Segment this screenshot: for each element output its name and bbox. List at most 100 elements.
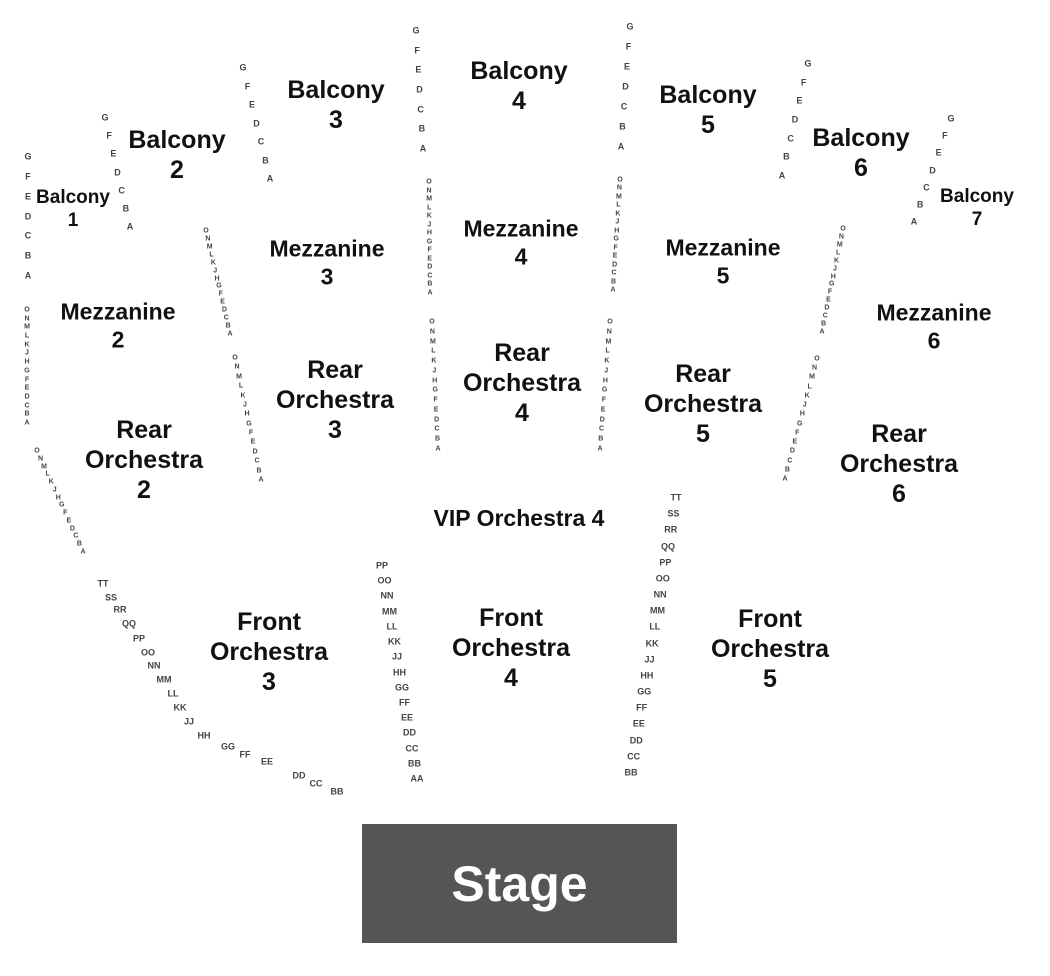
row-label: A bbox=[126, 221, 134, 232]
section-label-line: 3 bbox=[320, 263, 334, 289]
row-label: M bbox=[426, 195, 433, 203]
row-label: A bbox=[617, 141, 625, 152]
row-label: B bbox=[619, 121, 626, 132]
row-label: NN bbox=[147, 660, 161, 671]
row-label: E bbox=[24, 384, 30, 392]
row-label: H bbox=[24, 358, 30, 366]
row-label: AA bbox=[410, 773, 424, 784]
row-label: KK bbox=[173, 702, 187, 713]
section-label-line: 6 bbox=[892, 480, 906, 508]
row-label: C bbox=[787, 133, 794, 144]
row-label: B bbox=[598, 435, 604, 443]
row-label: F bbox=[427, 246, 432, 254]
section-label-line: 5 bbox=[696, 420, 710, 448]
row-label: G bbox=[239, 62, 247, 73]
row-label: C bbox=[620, 101, 628, 112]
row-label: BB bbox=[408, 758, 421, 769]
row-label: K bbox=[426, 212, 432, 220]
section-label-line: 3 bbox=[329, 106, 343, 134]
section-label-line: Rear bbox=[675, 360, 731, 388]
row-label: G bbox=[216, 282, 222, 290]
section-label-line: Front bbox=[479, 604, 543, 632]
section-label-line: 6 bbox=[854, 154, 868, 182]
row-label: A bbox=[435, 445, 441, 453]
row-label: B bbox=[916, 199, 924, 210]
row-label: E bbox=[220, 298, 225, 306]
row-label: DD bbox=[292, 770, 306, 781]
section-label-line: 5 bbox=[763, 665, 777, 693]
row-label: HH bbox=[640, 670, 654, 681]
section-label-line: Front bbox=[237, 608, 301, 636]
row-label: LL bbox=[649, 621, 661, 632]
row-label: D bbox=[427, 263, 433, 271]
row-label: E bbox=[427, 255, 433, 263]
row-label: C bbox=[223, 314, 229, 322]
row-label: E bbox=[250, 438, 256, 446]
row-label: J bbox=[802, 401, 807, 409]
row-label: M bbox=[430, 338, 436, 346]
row-label: B bbox=[24, 410, 30, 418]
row-label: N bbox=[606, 328, 612, 336]
row-label: G bbox=[432, 386, 438, 394]
row-label: EE bbox=[260, 756, 274, 767]
row-label: O bbox=[429, 318, 435, 326]
section-label-line: Mezzanine bbox=[269, 235, 385, 262]
row-label: F bbox=[63, 509, 68, 517]
section-label-line: Orchestra bbox=[209, 638, 329, 666]
row-label: JJ bbox=[644, 654, 655, 665]
row-label: D bbox=[929, 165, 936, 175]
section-vip-orchestra-4[interactable]: VIP Orchestra 4 bbox=[434, 505, 605, 533]
row-label: A bbox=[24, 419, 30, 427]
row-label: OO bbox=[655, 573, 670, 584]
row-label: DD bbox=[629, 735, 643, 746]
row-label: A bbox=[80, 548, 86, 556]
row-label: LL bbox=[167, 688, 179, 699]
row-label: N bbox=[234, 363, 240, 371]
row-label: FF bbox=[239, 749, 251, 760]
row-label: B bbox=[76, 540, 82, 548]
row-label: L bbox=[427, 204, 432, 212]
row-label: D bbox=[252, 448, 258, 456]
row-label: H bbox=[55, 494, 61, 502]
row-label: NN bbox=[653, 589, 667, 600]
row-label: RR bbox=[664, 524, 678, 535]
row-label: A bbox=[610, 286, 616, 294]
section-label-line: Balcony bbox=[812, 124, 910, 152]
section-label-line: 4 bbox=[512, 87, 526, 115]
row-label: C bbox=[787, 457, 793, 465]
row-label: H bbox=[614, 227, 620, 235]
row-label: F bbox=[827, 288, 833, 296]
row-label: SS bbox=[104, 592, 118, 603]
row-label: A bbox=[819, 328, 825, 336]
row-label: A bbox=[419, 143, 427, 154]
section-label-line: Balcony bbox=[36, 187, 110, 209]
section-label-line: Rear bbox=[116, 416, 172, 444]
row-label: A bbox=[266, 173, 274, 184]
row-label: M bbox=[616, 193, 622, 201]
row-label: B bbox=[435, 435, 441, 443]
row-label: D bbox=[69, 525, 75, 533]
section-label-line: 4 bbox=[515, 399, 529, 427]
row-label: F bbox=[942, 130, 948, 141]
row-label: QQ bbox=[661, 541, 676, 552]
